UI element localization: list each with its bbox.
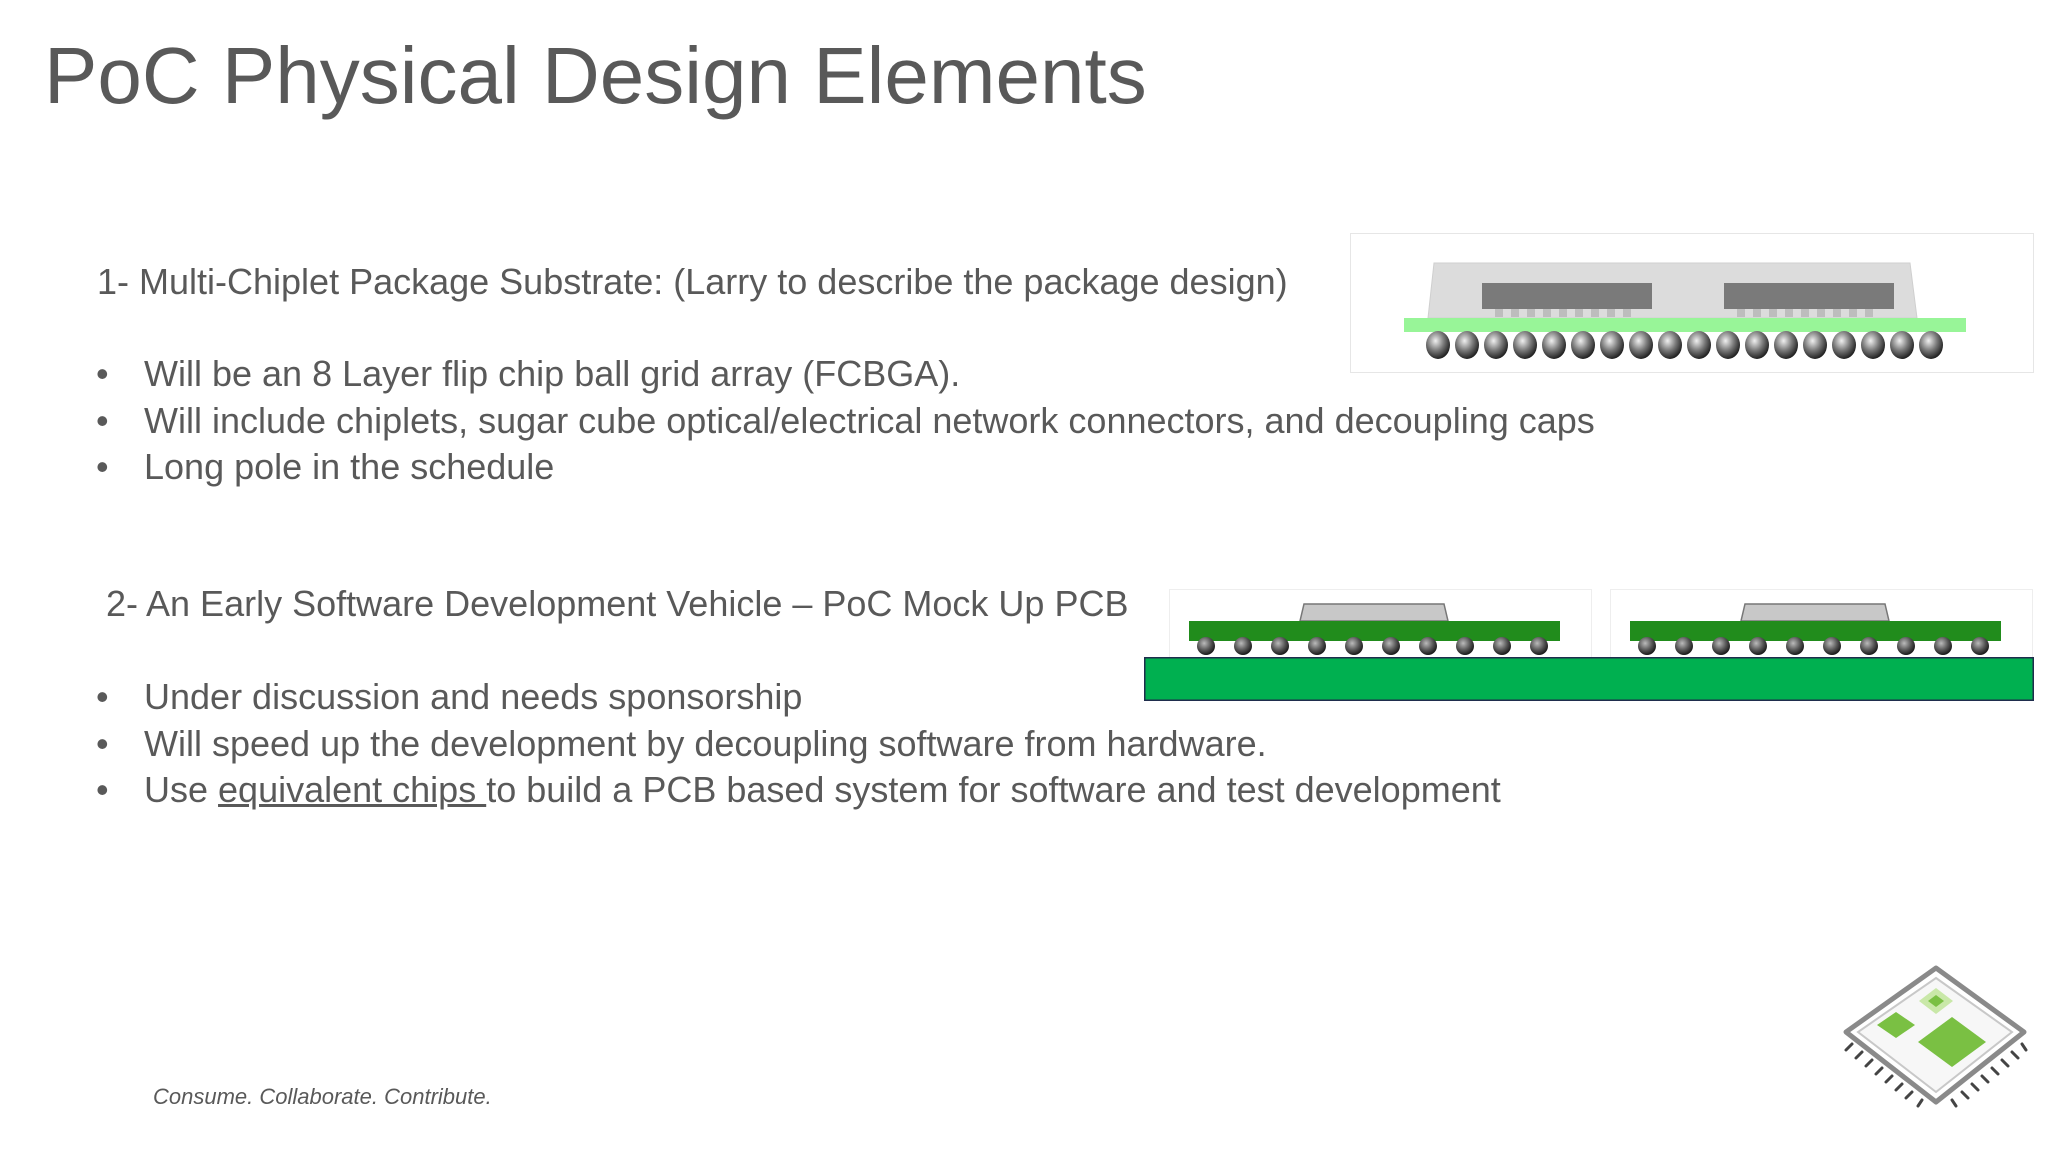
section2-bullet-list: Under discussion and needs sponsorship W… [96,674,1501,814]
list-item: Will include chiplets, sugar cube optica… [96,398,1595,445]
equivalent-chips-link[interactable]: equivalent chips [218,769,487,810]
list-item: Will be an 8 Layer flip chip ball grid a… [96,351,1595,398]
section2-heading: 2- An Early Software Development Vehicle… [106,583,1129,624]
list-item: Use equivalent chips to build a PCB base… [96,767,1501,814]
mock-up-pcb-cross-section [1144,588,2034,702]
list-item: Long pole in the schedule [96,444,1595,491]
chip-logo [1840,964,2030,1112]
list-item: Under discussion and needs sponsorship [96,674,1501,721]
section1-heading: 1- Multi-Chiplet Package Substrate: (Lar… [97,261,1288,302]
list-item: Will speed up the development by decoupl… [96,721,1501,768]
package-diagram-icon [1350,233,2034,373]
bullet-text-before: Use [144,769,219,810]
pcb-diagram-icon [1144,589,2034,701]
bullet-text-after: to build a PCB based system for software… [486,769,1501,810]
page-title: PoC Physical Design Elements [44,31,1147,120]
chip-logo-icon [1843,965,2028,1108]
section1-bullet-list: Will be an 8 Layer flip chip ball grid a… [96,351,1595,491]
footer-tagline: Consume. Collaborate. Contribute. [153,1084,492,1109]
fcbga-package-cross-section [1350,233,2034,373]
